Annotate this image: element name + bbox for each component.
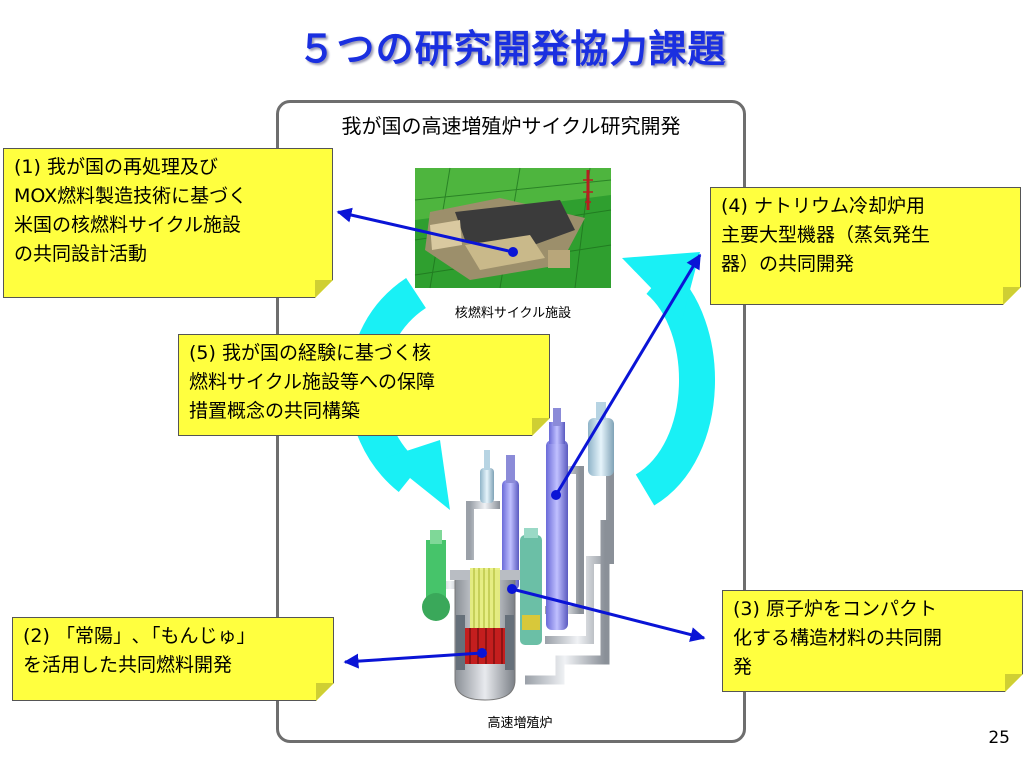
note-3-line: 発 xyxy=(733,656,753,678)
note-2-line: を活用した共同燃料開発 xyxy=(23,654,233,676)
arrow-note3 xyxy=(507,584,706,642)
note-4-line: 主要大型機器（蒸気発生 xyxy=(721,224,931,246)
fast-breeder-reactor-image xyxy=(422,402,614,701)
note-1-line: 米国の核燃料サイクル施設 xyxy=(14,214,242,236)
page-number: 25 xyxy=(988,728,1010,748)
arrow-note2 xyxy=(343,648,487,669)
reactor-caption: 高速増殖炉 xyxy=(487,716,553,731)
note-5-line: 燃料サイクル施設等への保障 xyxy=(189,371,436,393)
cycle-arrow-right xyxy=(622,252,715,506)
note-5-line: 措置概念の共同構築 xyxy=(189,400,361,422)
note-1-line: (1) 我が国の再処理及び xyxy=(14,156,218,178)
slide-title: ５つの研究開発協力課題 xyxy=(297,27,727,71)
note-3-line: 化する構造材料の共同開 xyxy=(733,627,943,649)
note-2-line: (2) 「常陽」､「もんじゅ」 xyxy=(23,625,256,647)
arrow-note4 xyxy=(551,253,702,500)
fuel-facility-caption: 核燃料サイクル施設 xyxy=(454,306,572,321)
note-1: (1) 我が国の再処理及び MOX燃料製造技術に基づく 米国の核燃料サイクル施設… xyxy=(3,148,333,298)
note-4: (4) ナトリウム冷却炉用 主要大型機器（蒸気発生 器）の共同開発 xyxy=(710,187,1021,305)
note-3: (3) 原子炉をコンパクト 化する構造材料の共同開 発 xyxy=(722,590,1023,692)
note-5: (5) 我が国の経験に基づく核 燃料サイクル施設等への保障 措置概念の共同構築 xyxy=(178,334,550,436)
note-2: (2) 「常陽」､「もんじゅ」 を活用した共同燃料開発 xyxy=(12,617,334,701)
fuel-cycle-facility-image xyxy=(414,167,612,289)
note-3-line: (3) 原子炉をコンパクト xyxy=(733,598,937,620)
note-4-line: 器）の共同開発 xyxy=(721,253,855,275)
note-4-line: (4) ナトリウム冷却炉用 xyxy=(721,195,925,217)
frame-title: 我が国の高速増殖炉サイクル研究開発 xyxy=(341,114,681,138)
note-5-line: (5) 我が国の経験に基づく核 xyxy=(189,342,431,364)
note-1-line: の共同設計活動 xyxy=(14,243,148,265)
arrow-note1 xyxy=(336,207,518,257)
note-1-line: MOX燃料製造技術に基づく xyxy=(14,185,248,207)
